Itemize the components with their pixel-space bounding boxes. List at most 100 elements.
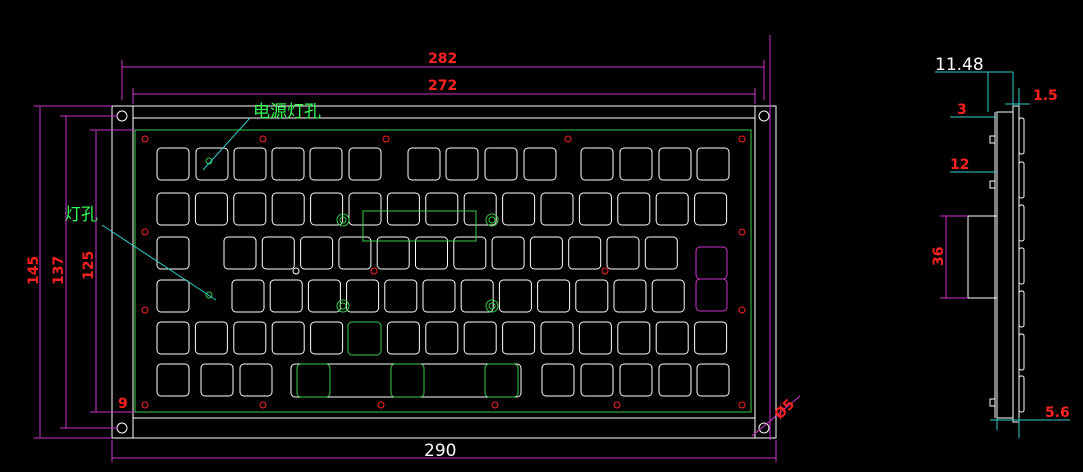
key xyxy=(484,147,518,181)
key xyxy=(619,147,653,181)
key xyxy=(233,321,267,355)
key xyxy=(540,192,574,226)
key-green-a xyxy=(347,321,382,356)
dim-total-thickness: 11.48 xyxy=(935,55,984,75)
key xyxy=(696,147,730,181)
key xyxy=(407,147,441,181)
key xyxy=(658,363,692,397)
side-plate xyxy=(1012,105,1020,423)
led-hole xyxy=(205,291,213,299)
dim-width-total: 290 xyxy=(424,441,456,461)
mount-hole-tr xyxy=(758,110,770,122)
mount-hole-bl xyxy=(116,422,128,434)
key xyxy=(309,147,343,181)
dim-width-inner: 272 xyxy=(428,78,457,94)
power-led-hole-label: 电源灯孔 xyxy=(253,102,321,122)
key xyxy=(310,192,344,226)
power-led-leader xyxy=(202,117,251,171)
side-key-profile xyxy=(1018,117,1025,155)
key xyxy=(269,279,303,313)
key xyxy=(644,236,678,270)
side-key-profile xyxy=(1018,204,1025,242)
key xyxy=(156,236,190,270)
key xyxy=(223,236,257,270)
key xyxy=(540,321,574,355)
key xyxy=(415,236,448,270)
key xyxy=(694,192,728,226)
key xyxy=(658,147,692,181)
key-grid xyxy=(156,147,730,397)
key xyxy=(655,321,689,355)
key xyxy=(348,192,382,226)
key xyxy=(541,363,575,397)
key xyxy=(578,321,612,355)
outer-panel xyxy=(111,105,777,439)
key xyxy=(156,321,190,355)
enter-key-upper xyxy=(695,246,728,280)
key xyxy=(445,147,479,181)
side-keys xyxy=(1018,117,1025,413)
side-key-profile xyxy=(1018,247,1025,285)
key xyxy=(617,192,651,226)
key xyxy=(696,363,730,397)
studs xyxy=(336,213,499,313)
dim-bottom: 5.6 xyxy=(1045,405,1070,421)
enter-key-lower xyxy=(695,278,728,312)
key xyxy=(580,363,614,397)
side-key-profile xyxy=(1018,161,1025,199)
key xyxy=(194,192,228,226)
key xyxy=(231,279,265,313)
key xyxy=(529,236,563,270)
spacebar-stab-mid xyxy=(390,363,425,398)
key xyxy=(575,279,609,313)
dim-offset-small: 9 xyxy=(118,396,128,412)
dim-height-total: 145 xyxy=(26,256,42,285)
key xyxy=(619,363,653,397)
side-key-profile xyxy=(1018,333,1025,371)
dim-height-inner: 125 xyxy=(81,251,97,280)
side-connector xyxy=(967,215,998,299)
key xyxy=(617,321,651,355)
key xyxy=(200,363,234,397)
key xyxy=(580,147,614,181)
spacebar xyxy=(290,363,522,398)
led-hole-label: 灯孔 xyxy=(64,205,98,225)
key xyxy=(195,147,229,181)
key xyxy=(651,279,685,313)
key xyxy=(463,321,497,355)
key xyxy=(463,192,497,226)
key xyxy=(523,147,557,181)
key xyxy=(613,279,647,313)
dim-upper-offset: 12 xyxy=(950,157,969,173)
key xyxy=(453,236,487,270)
dim-height-mid: 137 xyxy=(51,256,67,285)
key xyxy=(261,236,295,270)
key xyxy=(502,192,536,226)
key xyxy=(233,192,267,226)
key xyxy=(422,279,456,313)
key xyxy=(156,147,190,181)
key xyxy=(606,236,640,270)
key xyxy=(310,321,344,355)
led-window xyxy=(362,210,477,242)
key xyxy=(271,192,305,226)
key xyxy=(386,192,420,226)
dim-connector-height: 36 xyxy=(931,247,947,266)
key xyxy=(156,279,190,313)
key xyxy=(386,321,420,355)
side-key-profile xyxy=(1018,290,1025,328)
key xyxy=(694,321,728,355)
key xyxy=(425,192,459,226)
side-view: 11.48 1.5 3 12 36 5.6 xyxy=(931,55,1070,438)
dim-width-outer: 282 xyxy=(428,51,457,67)
key xyxy=(338,236,372,270)
key xyxy=(498,279,532,313)
key xyxy=(568,236,602,270)
key xyxy=(376,236,410,270)
key xyxy=(233,147,267,181)
key xyxy=(156,363,190,397)
key xyxy=(425,321,459,355)
spacebar-stab-left xyxy=(296,363,331,398)
mount-hole-br xyxy=(758,422,770,434)
